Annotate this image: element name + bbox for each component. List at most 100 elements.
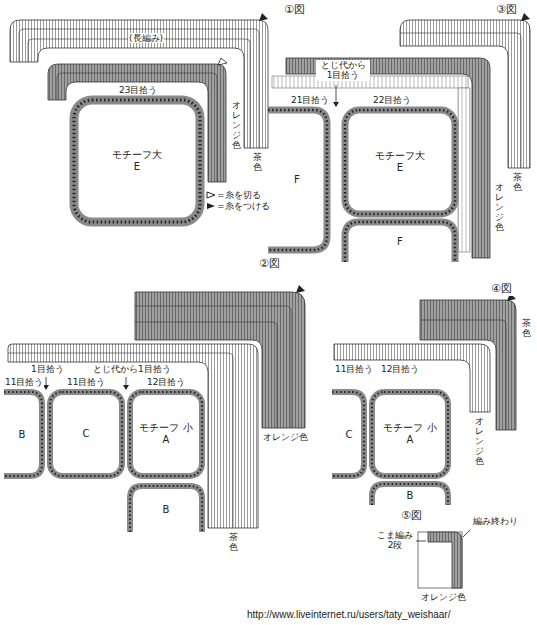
orange-band xyxy=(428,532,462,588)
figure-number: ②図 xyxy=(258,258,281,271)
motif-box: B xyxy=(6,410,38,460)
motif-letter: C xyxy=(83,428,90,440)
motif-box: モチーフ 小A xyxy=(378,398,442,470)
motif-ring xyxy=(345,110,455,214)
motif-box: C xyxy=(336,410,362,460)
chart-note: 茶色 xyxy=(512,172,523,194)
chart-note: 12目拾う xyxy=(146,377,186,387)
chart-note: (長編み) xyxy=(128,33,164,43)
pointer-head xyxy=(333,102,339,107)
motif-ring xyxy=(4,392,42,476)
motif-box: モチーフ大E xyxy=(82,108,192,214)
motif-stitches xyxy=(74,100,200,222)
chart-note: 茶色 xyxy=(252,152,263,174)
motif-ring xyxy=(130,486,202,532)
motif-letter: F xyxy=(294,174,300,186)
motif-ring xyxy=(332,392,364,476)
motif-letter: B xyxy=(163,504,170,516)
chart-note: 編み終わり xyxy=(472,516,519,526)
motif-ring xyxy=(130,392,202,476)
chart-note: 22目拾う xyxy=(372,95,412,105)
legend-row: =糸をつける xyxy=(206,201,270,212)
chart-note: 11目拾う xyxy=(66,377,106,387)
figure-number: ③図 xyxy=(495,4,518,17)
chart-note: 21目拾う xyxy=(290,95,330,105)
pointer-line xyxy=(126,377,127,386)
chart-note: とじ代から1目拾う xyxy=(92,364,172,374)
motif-ring xyxy=(372,484,448,505)
chart-note: こま編み 2段 xyxy=(374,530,416,551)
chart-note: 茶色 xyxy=(228,532,239,554)
chart-note: オレンジ色 xyxy=(262,432,309,442)
motif-stitches xyxy=(4,392,42,476)
chart-note: オレンジ色 xyxy=(231,100,242,151)
motif-box: F xyxy=(357,228,443,256)
motif-box: B xyxy=(378,487,442,505)
motif-name: モチーフ 小 xyxy=(139,422,192,434)
motif-letter: B xyxy=(19,429,26,441)
chart-note: 12目拾う xyxy=(380,364,420,374)
motif-box: モチーフ 小A xyxy=(136,398,196,470)
motif-name: モチーフ 小 xyxy=(383,422,436,434)
motif-ring xyxy=(50,392,122,476)
motif-box: モチーフ大E xyxy=(351,116,449,208)
motif-letter: B xyxy=(407,490,414,502)
pointer-line xyxy=(336,85,337,104)
motif-letter: A xyxy=(407,434,414,446)
motif-stitches xyxy=(345,110,455,214)
chart-note: 茶色 xyxy=(521,318,532,340)
yarn-mark xyxy=(218,58,227,65)
figure-number: ④図 xyxy=(490,283,513,296)
motif-box: C xyxy=(56,400,116,468)
chart-note: とじ代から 1目拾う xyxy=(316,60,370,81)
edge-sample xyxy=(418,532,462,588)
yarn-mark xyxy=(521,13,530,21)
yarn-mark xyxy=(207,192,215,198)
figure-number: ⑤図 xyxy=(400,510,423,523)
chart-note: 1目拾う xyxy=(30,364,65,374)
stitch-row xyxy=(272,76,468,88)
motif-stitches xyxy=(372,392,448,476)
motif-ring xyxy=(372,392,448,476)
yarn-mark xyxy=(296,285,305,293)
motif-box: B xyxy=(136,494,196,526)
chart-note: 23目拾う xyxy=(118,85,158,95)
motif-stitches xyxy=(332,392,364,476)
legend-text: =糸を切る xyxy=(217,190,261,201)
motif-box: F xyxy=(272,118,322,242)
pointer-line xyxy=(46,377,47,386)
chart-note: 11目拾う xyxy=(334,364,374,374)
motif-name: モチーフ大 xyxy=(375,150,425,162)
motif-stitches xyxy=(130,486,202,532)
yarn-mark xyxy=(259,13,268,21)
stitch-row xyxy=(458,88,470,252)
legend: =糸を切る=糸をつける xyxy=(206,190,270,212)
motif-letter: E xyxy=(397,162,403,174)
motif-stitches xyxy=(50,392,122,476)
motif-ring xyxy=(268,110,327,250)
chart-note: オレンジ色 xyxy=(474,416,485,467)
motif-stitches xyxy=(130,392,202,476)
motif-stitches xyxy=(345,222,455,262)
chart-note: オレンジ色 xyxy=(420,592,467,602)
motif-letter: E xyxy=(134,161,140,173)
pointer-head xyxy=(123,385,129,390)
legend-text: =糸をつける xyxy=(217,201,270,212)
chart-note: 11目拾う xyxy=(4,377,44,387)
leader-line xyxy=(463,530,470,537)
chart-note: オレンジ色 xyxy=(494,182,505,233)
legend-symbol xyxy=(206,201,217,211)
legend-row: =糸を切る xyxy=(206,190,270,201)
motif-ring xyxy=(74,100,200,222)
motif-stitches xyxy=(372,484,448,505)
yarn-mark xyxy=(207,203,215,209)
motif-letter: F xyxy=(397,236,403,248)
figure-number: ①図 xyxy=(283,4,306,17)
motif-letter: A xyxy=(163,434,170,446)
legend-symbol xyxy=(206,190,217,200)
motif-stitches xyxy=(268,110,327,250)
watermark: http://www.liveinternet.ru/users/taty_we… xyxy=(246,609,451,621)
motif-letter: C xyxy=(346,429,353,441)
